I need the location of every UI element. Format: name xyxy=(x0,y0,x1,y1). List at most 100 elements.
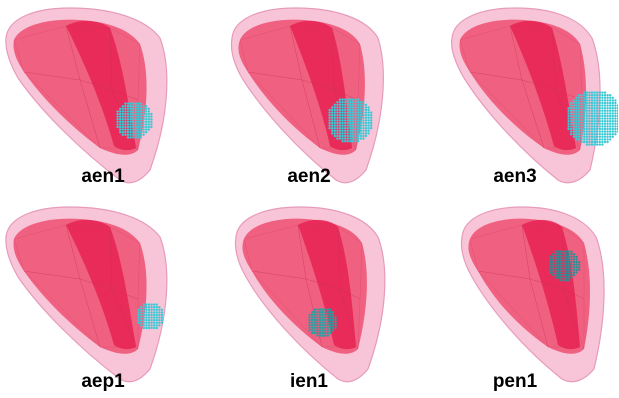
cluster-dot xyxy=(145,319,147,321)
cluster-dot xyxy=(568,274,570,276)
cluster-dot xyxy=(573,99,575,101)
cluster-dot xyxy=(573,104,575,106)
cluster-dot xyxy=(352,137,354,139)
cluster-dot xyxy=(349,137,351,139)
cluster-dot xyxy=(565,258,567,260)
cluster-dot xyxy=(614,102,616,104)
cluster-dot xyxy=(599,141,601,143)
cluster-dot xyxy=(352,132,354,134)
cluster-dot xyxy=(609,102,611,104)
cluster-dot xyxy=(557,269,559,271)
cluster-dot xyxy=(362,117,364,119)
cluster-dot xyxy=(145,110,147,112)
cluster-dot xyxy=(565,274,567,276)
cluster-dot xyxy=(591,136,593,138)
cluster-dot xyxy=(573,274,575,276)
cluster-dot xyxy=(617,115,618,117)
cluster-dot xyxy=(606,120,608,122)
cluster-dot xyxy=(129,121,131,123)
cluster-dot xyxy=(349,117,351,119)
cluster-dot xyxy=(596,130,598,132)
cluster-dot xyxy=(124,134,126,136)
cluster-dot xyxy=(583,133,585,135)
cluster-dot xyxy=(575,110,577,112)
cluster-dot xyxy=(341,109,343,111)
cluster-dot xyxy=(324,311,326,313)
cluster-dot xyxy=(341,106,343,108)
cluster-dot xyxy=(135,134,137,136)
cluster-dot xyxy=(311,311,313,313)
cluster-dot xyxy=(360,114,362,116)
cluster-dot xyxy=(324,314,326,316)
cluster-dot xyxy=(596,104,598,106)
cluster-dot xyxy=(568,263,570,265)
cluster-dot xyxy=(596,91,598,93)
cluster-dot xyxy=(327,324,329,326)
cluster-dot xyxy=(367,111,369,113)
cluster-dot xyxy=(552,253,554,255)
cluster-dot xyxy=(158,309,160,311)
cluster-dot xyxy=(573,117,575,119)
cluster-dot xyxy=(321,319,323,321)
cluster-dot xyxy=(116,118,118,120)
cluster-dot xyxy=(324,316,326,318)
cluster-dot xyxy=(143,309,145,311)
cluster-dot xyxy=(578,94,580,96)
cluster-dot xyxy=(370,114,372,116)
cluster-dot xyxy=(575,261,577,263)
cluster-dot xyxy=(344,111,346,113)
cluster-dot xyxy=(599,120,601,122)
cluster-dot xyxy=(314,308,316,310)
cluster-dot xyxy=(124,123,126,125)
cluster-dot xyxy=(612,136,614,138)
cluster-dot xyxy=(591,91,593,93)
cluster-dot xyxy=(370,119,372,121)
heart-panel-aep1: aep1 xyxy=(0,199,206,398)
cluster-dot xyxy=(321,311,323,313)
cluster-dot xyxy=(586,107,588,109)
cluster-dot xyxy=(352,130,354,132)
cluster-dot xyxy=(609,133,611,135)
cluster-dot xyxy=(145,309,147,311)
cluster-dot xyxy=(586,120,588,122)
cluster-dot xyxy=(327,327,329,329)
cluster-dot xyxy=(604,115,606,117)
cluster-dot xyxy=(349,119,351,121)
cluster-dot xyxy=(148,316,150,318)
cluster-dot xyxy=(362,130,364,132)
cluster-dot xyxy=(583,123,585,125)
cluster-dot xyxy=(158,316,160,318)
cluster-dot xyxy=(357,114,359,116)
cluster-dot xyxy=(148,108,150,110)
cluster-dot xyxy=(596,123,598,125)
cluster-dot xyxy=(316,324,318,326)
cluster-dot xyxy=(116,126,118,128)
cluster-dot xyxy=(575,123,577,125)
cluster-dot xyxy=(370,117,372,119)
cluster-dot xyxy=(344,137,346,139)
cluster-dot xyxy=(347,109,349,111)
cluster-dot xyxy=(575,130,577,132)
cluster-dot xyxy=(586,117,588,119)
cluster-dot xyxy=(567,115,569,117)
cluster-dot xyxy=(132,121,134,123)
cluster-dot xyxy=(604,107,606,109)
cluster-dot xyxy=(352,127,354,129)
cluster-dot xyxy=(599,117,601,119)
cluster-dot xyxy=(143,311,145,313)
cluster-dot xyxy=(135,126,137,128)
cluster-dot xyxy=(341,104,343,106)
cluster-dot xyxy=(129,126,131,128)
cluster-dot xyxy=(336,101,338,103)
cluster-dot xyxy=(609,107,611,109)
cluster-dot xyxy=(344,109,346,111)
cluster-dot xyxy=(606,123,608,125)
cluster-dot xyxy=(601,107,603,109)
cluster-dot xyxy=(142,118,144,120)
cluster-dot xyxy=(588,110,590,112)
cluster-dot xyxy=(332,324,334,326)
cluster-dot xyxy=(129,115,131,117)
cluster-dot xyxy=(349,140,351,142)
panel-label: aen1 xyxy=(0,166,206,188)
cluster-dot xyxy=(129,128,131,130)
